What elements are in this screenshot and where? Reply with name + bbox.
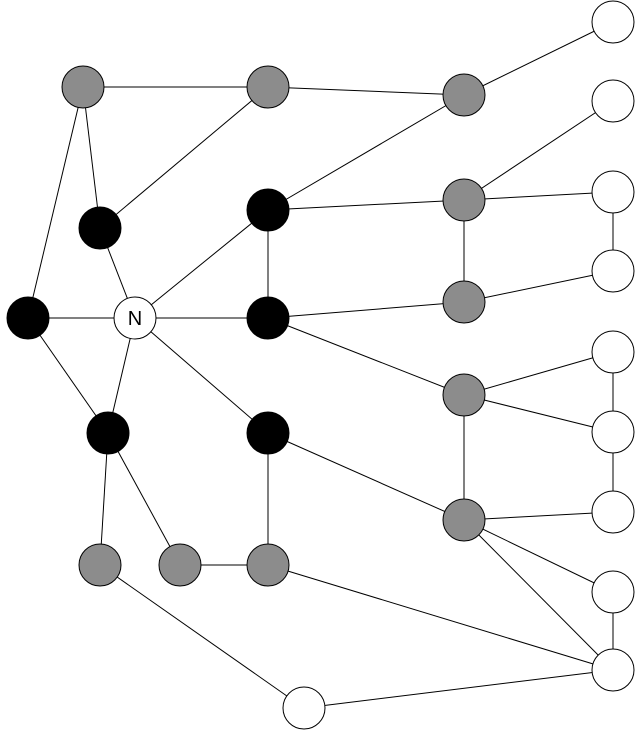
node-black-b6 [246,411,290,455]
edge-b4-g6 [267,317,465,396]
edges-group [27,21,614,709]
node-white-w9 [591,648,635,692]
edge-g3-w1 [463,21,614,96]
node-gray-g9 [158,543,202,587]
node-gray-g6 [442,373,486,417]
node-white-w3 [591,170,635,214]
edge-g2-b1 [99,86,269,229]
edge-g7-w8 [463,519,614,593]
edge-b5-g8 [99,432,109,566]
node-white-w1 [591,0,635,44]
node-white-w10 [282,686,326,730]
node-gray-g8 [78,543,122,587]
center-node-label: N [128,308,142,330]
edge-g1-b1 [82,86,101,229]
edge-b6-g7 [267,432,465,521]
edge-g10-w9 [267,564,614,671]
node-center [113,296,157,340]
node-black-b4 [246,296,290,340]
node-white-w7 [591,490,635,534]
edge-g4-w3 [463,191,614,201]
edge-g5-w4 [463,270,614,303]
node-gray-g1 [61,65,105,109]
edge-b3-b5 [27,317,109,434]
edge-g7-w9 [463,519,614,671]
node-white-w4 [591,249,635,293]
node-gray-g3 [442,73,486,117]
edge-b4-g5 [267,301,465,319]
edge-g6-w6 [463,394,614,433]
node-gray-g10 [246,543,290,587]
edge-g2-g3 [267,86,465,96]
nodes-group: N [6,0,635,730]
edge-g1-b3 [27,86,84,319]
edge-g3-b2 [267,94,465,211]
edge-g4-b2 [267,199,465,211]
edge-b5-g9 [107,432,181,566]
edge-g8-w10 [99,564,305,709]
node-black-b3 [6,296,50,340]
node-gray-g4 [442,178,486,222]
node-white-w5 [591,330,635,374]
edge-b2-n [134,209,269,319]
node-black-b5 [86,411,130,455]
node-black-b1 [78,206,122,250]
node-gray-g5 [442,280,486,324]
edge-g6-w5 [463,351,614,396]
edge-g4-w2 [463,100,614,201]
node-white-w2 [591,79,635,123]
edge-w10-w9 [303,669,614,709]
node-black-b2 [246,188,290,232]
edge-g7-w7 [463,511,614,521]
node-white-w8 [591,570,635,614]
node-white-w6 [591,410,635,454]
edge-n-b6 [134,317,269,434]
node-gray-g7 [442,498,486,542]
node-gray-g2 [246,65,290,109]
